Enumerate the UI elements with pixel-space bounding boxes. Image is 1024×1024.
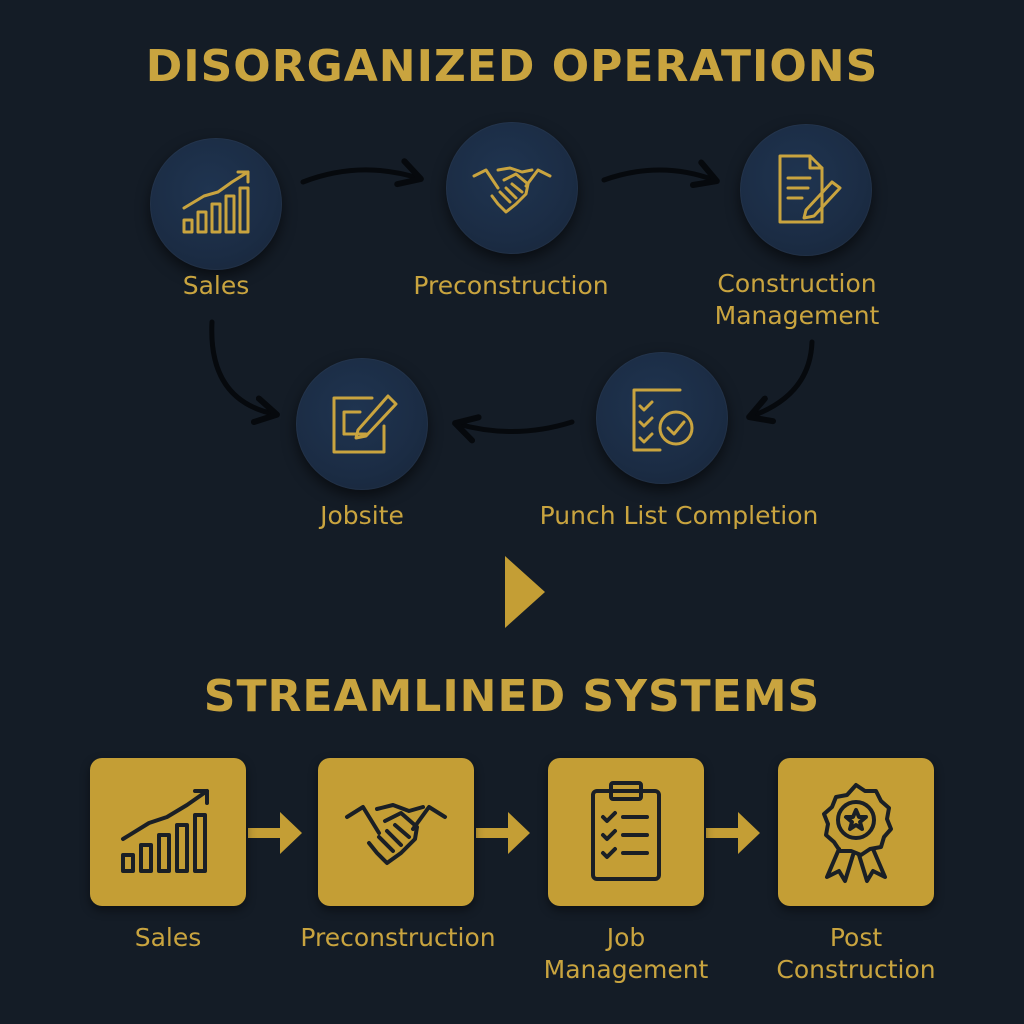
step-label-post-construction: Post Construction [776, 923, 936, 984]
step-post-construction [778, 758, 934, 906]
node-jobsite [296, 358, 428, 490]
bar-chart-growth-icon [182, 170, 250, 234]
node-construction-management [740, 124, 872, 256]
node-preconstruction [446, 122, 578, 254]
node-label-punch-list-completion: Punch List Completion [539, 501, 819, 530]
node-label-sales: Sales [182, 271, 250, 300]
arrow-step-1-to-2 [248, 812, 302, 854]
arrow-sales-to-preconstruction [300, 158, 424, 188]
arrow-sales-to-jobsite [209, 319, 280, 425]
step-label-preconstruction: Preconstruction [300, 923, 496, 952]
arrow-step-3-to-4 [706, 812, 760, 854]
step-preconstruction [318, 758, 474, 906]
step-sales [90, 758, 246, 906]
node-label-jobsite: Jobsite [320, 501, 404, 530]
award-ribbon-icon [822, 783, 893, 883]
arrow-punch-list-to-jobsite [452, 414, 575, 444]
section-title-disorganized: DISORGANIZED OPERATIONS [145, 41, 879, 92]
step-label-job-management: Job Management [543, 923, 709, 984]
node-punch-list-completion [596, 352, 728, 484]
document-pencil-icon [778, 154, 842, 224]
transition-triangle-icon [505, 556, 545, 628]
step-label-sales: Sales [134, 923, 202, 952]
node-sales [150, 138, 282, 270]
edit-square-icon [332, 394, 398, 454]
handshake-icon [472, 166, 552, 214]
bar-chart-growth-icon [121, 789, 209, 873]
node-label-construction-management: Construction Management [714, 269, 880, 330]
node-label-preconstruction: Preconstruction [413, 271, 609, 300]
section-title-streamlined: STREAMLINED SYSTEMS [203, 671, 821, 722]
arrow-construction-management-to-punch-list [746, 339, 815, 425]
clipboard-checklist-icon [591, 781, 661, 881]
handshake-icon [345, 803, 447, 865]
checklist-check-icon [632, 388, 694, 452]
arrow-preconstruction-to-construction-management [601, 159, 720, 189]
step-job-management [548, 758, 704, 906]
arrow-step-2-to-3 [476, 812, 530, 854]
